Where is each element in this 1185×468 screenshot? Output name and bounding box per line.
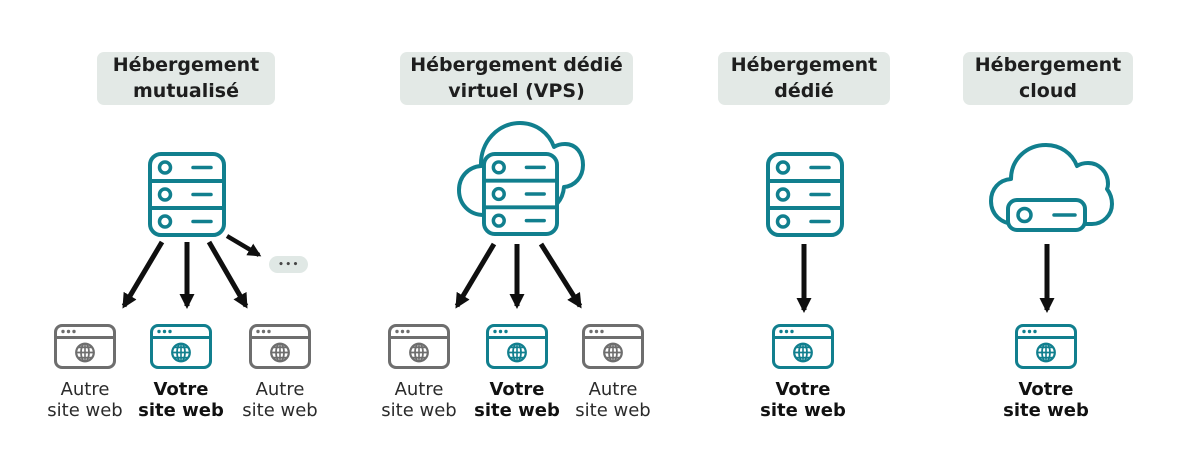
browser-icon-your-site [486, 324, 548, 369]
more-sites-ellipsis-icon: ••• [269, 256, 308, 273]
browser-icon [54, 324, 116, 369]
header-hebergement-mutualise: Hébergement mutualisé [97, 52, 275, 105]
header-label: Hébergement dédié [730, 54, 878, 102]
cloud-server-icon [457, 121, 585, 236]
site-label-text: Autre site web [575, 379, 651, 421]
site-label-text: Autre site web [242, 379, 318, 421]
arrow [121, 240, 165, 309]
server-icon [766, 152, 844, 237]
site-label-your-site: Votre site web [452, 379, 582, 422]
site-label: Autre site web [354, 379, 484, 422]
arrow-to-more [225, 234, 262, 257]
header-hebergement-vps: Hébergement dédié virtuel (VPS) [400, 52, 633, 105]
browser-icon-your-site [772, 324, 834, 369]
site-label-text: Autre site web [381, 379, 457, 421]
arrow [454, 242, 497, 309]
browser-icon [388, 324, 450, 369]
site-label-text: Autre site web [47, 379, 123, 421]
site-label-text: Votre site web [760, 379, 846, 421]
site-label: Autre site web [548, 379, 678, 422]
site-label-text: Votre site web [474, 379, 560, 421]
arrow [538, 242, 583, 309]
arrow [206, 240, 249, 309]
site-label-your-site: Votre site web [738, 379, 868, 422]
browser-icon-your-site [150, 324, 212, 369]
ellipsis-label: ••• [278, 259, 300, 270]
site-label-your-site: Votre site web [981, 379, 1111, 422]
cloud-single-server-icon [989, 143, 1114, 232]
header-label: Hébergement mutualisé [112, 54, 260, 102]
header-hebergement-dedie: Hébergement dédié [718, 52, 890, 105]
browser-icon-your-site [1015, 324, 1077, 369]
site-label-text: Votre site web [1003, 379, 1089, 421]
site-label-text: Votre site web [138, 379, 224, 421]
browser-icon [249, 324, 311, 369]
header-hebergement-cloud: Hébergement cloud [963, 52, 1133, 105]
header-label: Hébergement cloud [974, 54, 1122, 102]
browser-icon [582, 324, 644, 369]
server-icon [148, 152, 226, 237]
site-label: Autre site web [20, 379, 150, 422]
site-label: Autre site web [215, 379, 345, 422]
header-label: Hébergement dédié virtuel (VPS) [410, 54, 623, 102]
site-label-your-site: Votre site web [116, 379, 246, 422]
